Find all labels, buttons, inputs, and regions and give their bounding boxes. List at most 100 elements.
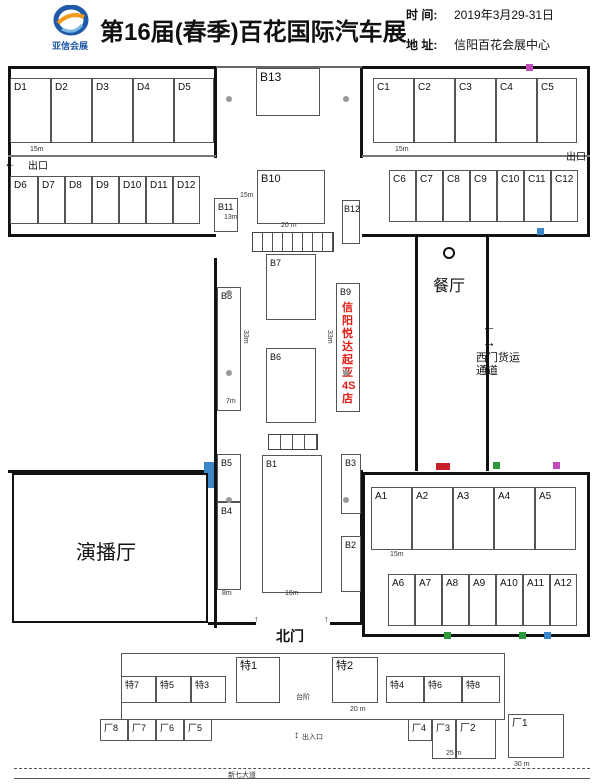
- booth-d6[interactable]: D6: [10, 176, 38, 224]
- booth-ch8[interactable]: 厂8: [100, 719, 128, 741]
- booth-te2[interactable]: 特2: [332, 657, 378, 703]
- booth-d5[interactable]: D5: [174, 78, 214, 143]
- dim-a-top: 15m: [390, 551, 404, 558]
- booth-c1[interactable]: C1: [373, 78, 414, 143]
- broadcast-hall[interactable]: [12, 473, 208, 623]
- booth-d9[interactable]: D9: [92, 176, 119, 224]
- info-icon: [544, 632, 551, 639]
- booth-d7[interactable]: D7: [38, 176, 65, 224]
- booth-d12[interactable]: D12: [173, 176, 200, 224]
- booth-ch6[interactable]: 厂6: [156, 719, 184, 741]
- place-label: 地 址:: [406, 38, 438, 52]
- place-value: 信阳百花会展中心: [454, 38, 551, 52]
- green-exit-icon: [493, 462, 500, 469]
- booth-a9[interactable]: A9: [469, 574, 496, 626]
- booth-b11[interactable]: B11: [214, 198, 238, 232]
- dim-c-top: 15m: [395, 146, 409, 153]
- booth-ch7[interactable]: 厂7: [128, 719, 156, 741]
- booth-c5[interactable]: C5: [537, 78, 577, 143]
- stage-strip: [252, 232, 334, 252]
- booth-a5[interactable]: A5: [535, 487, 576, 550]
- north-gate: 北门: [276, 628, 304, 644]
- road-line: [14, 768, 590, 769]
- booth-ch1[interactable]: 厂1: [508, 714, 564, 758]
- booth-c8[interactable]: C8: [443, 170, 470, 222]
- west-gate: 西门货运通道: [476, 352, 520, 377]
- booth-b5[interactable]: B5: [217, 454, 241, 502]
- booth-c7[interactable]: C7: [416, 170, 443, 222]
- time-value: 2019年3月29-31日: [454, 8, 555, 22]
- taitai: 台阶: [296, 694, 310, 701]
- booth-b10[interactable]: B10: [257, 170, 325, 224]
- booth-te8[interactable]: 特8: [462, 676, 500, 703]
- dim-ch2: 25 m: [446, 750, 462, 757]
- booth-ch3[interactable]: 厂3: [432, 719, 456, 759]
- logo-icon: [53, 4, 89, 36]
- booth-a8[interactable]: A8: [442, 574, 469, 626]
- booth-b1[interactable]: B1: [262, 455, 322, 593]
- road-line: [14, 778, 590, 779]
- pillar-icon: [226, 370, 232, 376]
- booth-d4[interactable]: D4: [133, 78, 174, 143]
- logo: [48, 4, 94, 39]
- booth-d3[interactable]: D3: [92, 78, 133, 143]
- booth-d10[interactable]: D10: [119, 176, 146, 224]
- booth-b13[interactable]: B13: [256, 68, 320, 116]
- booth-te4[interactable]: 特4: [386, 676, 424, 703]
- booth-a11[interactable]: A11: [523, 574, 550, 626]
- booth-d1[interactable]: D1: [10, 78, 51, 143]
- booth-te5[interactable]: 特5: [156, 676, 191, 703]
- green-exit-icon: [519, 632, 526, 639]
- page-title: 第16届(春季)百花国际汽车展: [100, 19, 407, 46]
- booth-ch5[interactable]: 厂5: [184, 719, 212, 741]
- booth-a7[interactable]: A7: [415, 574, 442, 626]
- entry-arrow: ↕: [294, 730, 299, 741]
- booth-te1[interactable]: 特1: [236, 657, 280, 703]
- booth-b4[interactable]: B4: [217, 502, 241, 590]
- booth-b9[interactable]: B9: [336, 283, 360, 412]
- booth-d8[interactable]: D8: [65, 176, 92, 224]
- broadcast: 演播厅: [76, 542, 136, 564]
- booth-b6[interactable]: B6: [266, 348, 316, 423]
- booth-a6[interactable]: A6: [388, 574, 415, 626]
- west-arrow: ←→: [482, 318, 496, 350]
- pillar-icon: [343, 497, 349, 503]
- north-gate-arrow-right: ↑: [324, 614, 329, 624]
- dim-b8-w: 7m: [226, 398, 236, 405]
- booth-te7[interactable]: 特7: [121, 676, 156, 703]
- booth-te3[interactable]: 特3: [191, 676, 226, 703]
- booth-b8[interactable]: B8: [217, 287, 241, 411]
- dim-b1: 16m: [285, 590, 299, 597]
- booth-d11[interactable]: D11: [146, 176, 173, 224]
- booth-c6[interactable]: C6: [389, 170, 416, 222]
- dim-b4: 8m: [222, 590, 232, 597]
- booth-a12[interactable]: A12: [550, 574, 577, 626]
- booth-d2[interactable]: D2: [51, 78, 92, 143]
- booth-a4[interactable]: A4: [494, 487, 535, 550]
- booth-b2[interactable]: B2: [341, 536, 361, 592]
- booth-c11[interactable]: C11: [524, 170, 551, 222]
- booth-c9[interactable]: C9: [470, 170, 497, 222]
- stair-icon: [526, 64, 533, 71]
- entry: 出入口: [302, 734, 323, 741]
- booth-c2[interactable]: C2: [414, 78, 455, 143]
- booth-ch4[interactable]: 厂4: [408, 719, 432, 741]
- booth-te6[interactable]: 特6: [424, 676, 462, 703]
- booth-c10[interactable]: C10: [497, 170, 524, 222]
- pillar-icon: [343, 96, 349, 102]
- booth-a10[interactable]: A10: [496, 574, 523, 626]
- booth-c3[interactable]: C3: [455, 78, 496, 143]
- dim-b11: 13m: [224, 214, 238, 221]
- dim-b8: 33m: [242, 330, 249, 344]
- booth-b12[interactable]: B12: [342, 200, 360, 244]
- booth-ch2[interactable]: 厂2: [456, 719, 496, 759]
- info-icon: [537, 228, 544, 235]
- booth-b3[interactable]: B3: [341, 454, 361, 514]
- booth-a2[interactable]: A2: [412, 487, 453, 550]
- booth-c4[interactable]: C4: [496, 78, 537, 143]
- booth-a1[interactable]: A1: [371, 487, 412, 550]
- booth-c12[interactable]: C12: [551, 170, 578, 222]
- booth-a3[interactable]: A3: [453, 487, 494, 550]
- dim-b10-h: 15m: [240, 192, 254, 199]
- booth-b7[interactable]: B7: [266, 254, 316, 320]
